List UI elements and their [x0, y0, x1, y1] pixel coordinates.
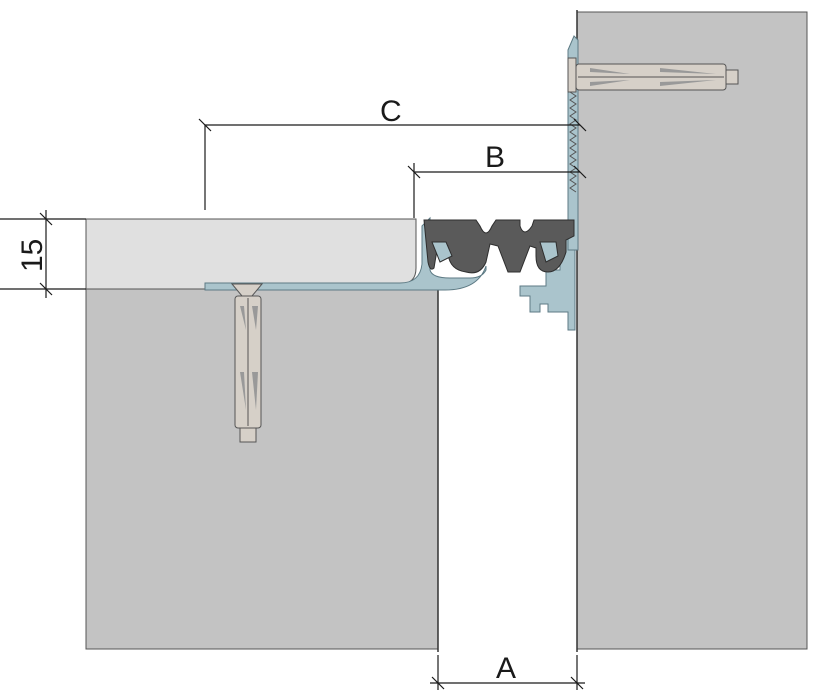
left-floor-slab	[85, 288, 439, 650]
dimension-c-label: C	[380, 95, 402, 128]
dimension-thickness: 15	[0, 210, 86, 298]
dimension-a-label: A	[496, 652, 516, 685]
dimension-c: C	[198, 95, 587, 210]
right-wall	[576, 11, 808, 650]
dimension-b: B	[407, 141, 587, 218]
wall-anchor-icon	[567, 57, 739, 93]
substrates	[85, 10, 808, 652]
floor-finish-layer	[85, 218, 417, 290]
floor-anchor-icon	[230, 283, 264, 443]
rubber-insert-lugs	[431, 241, 559, 263]
wall-serrated-strip	[569, 91, 577, 193]
dimension-thickness-label: 15	[16, 239, 49, 272]
dimension-b-label: B	[485, 141, 505, 174]
dimension-a: A	[430, 652, 585, 690]
